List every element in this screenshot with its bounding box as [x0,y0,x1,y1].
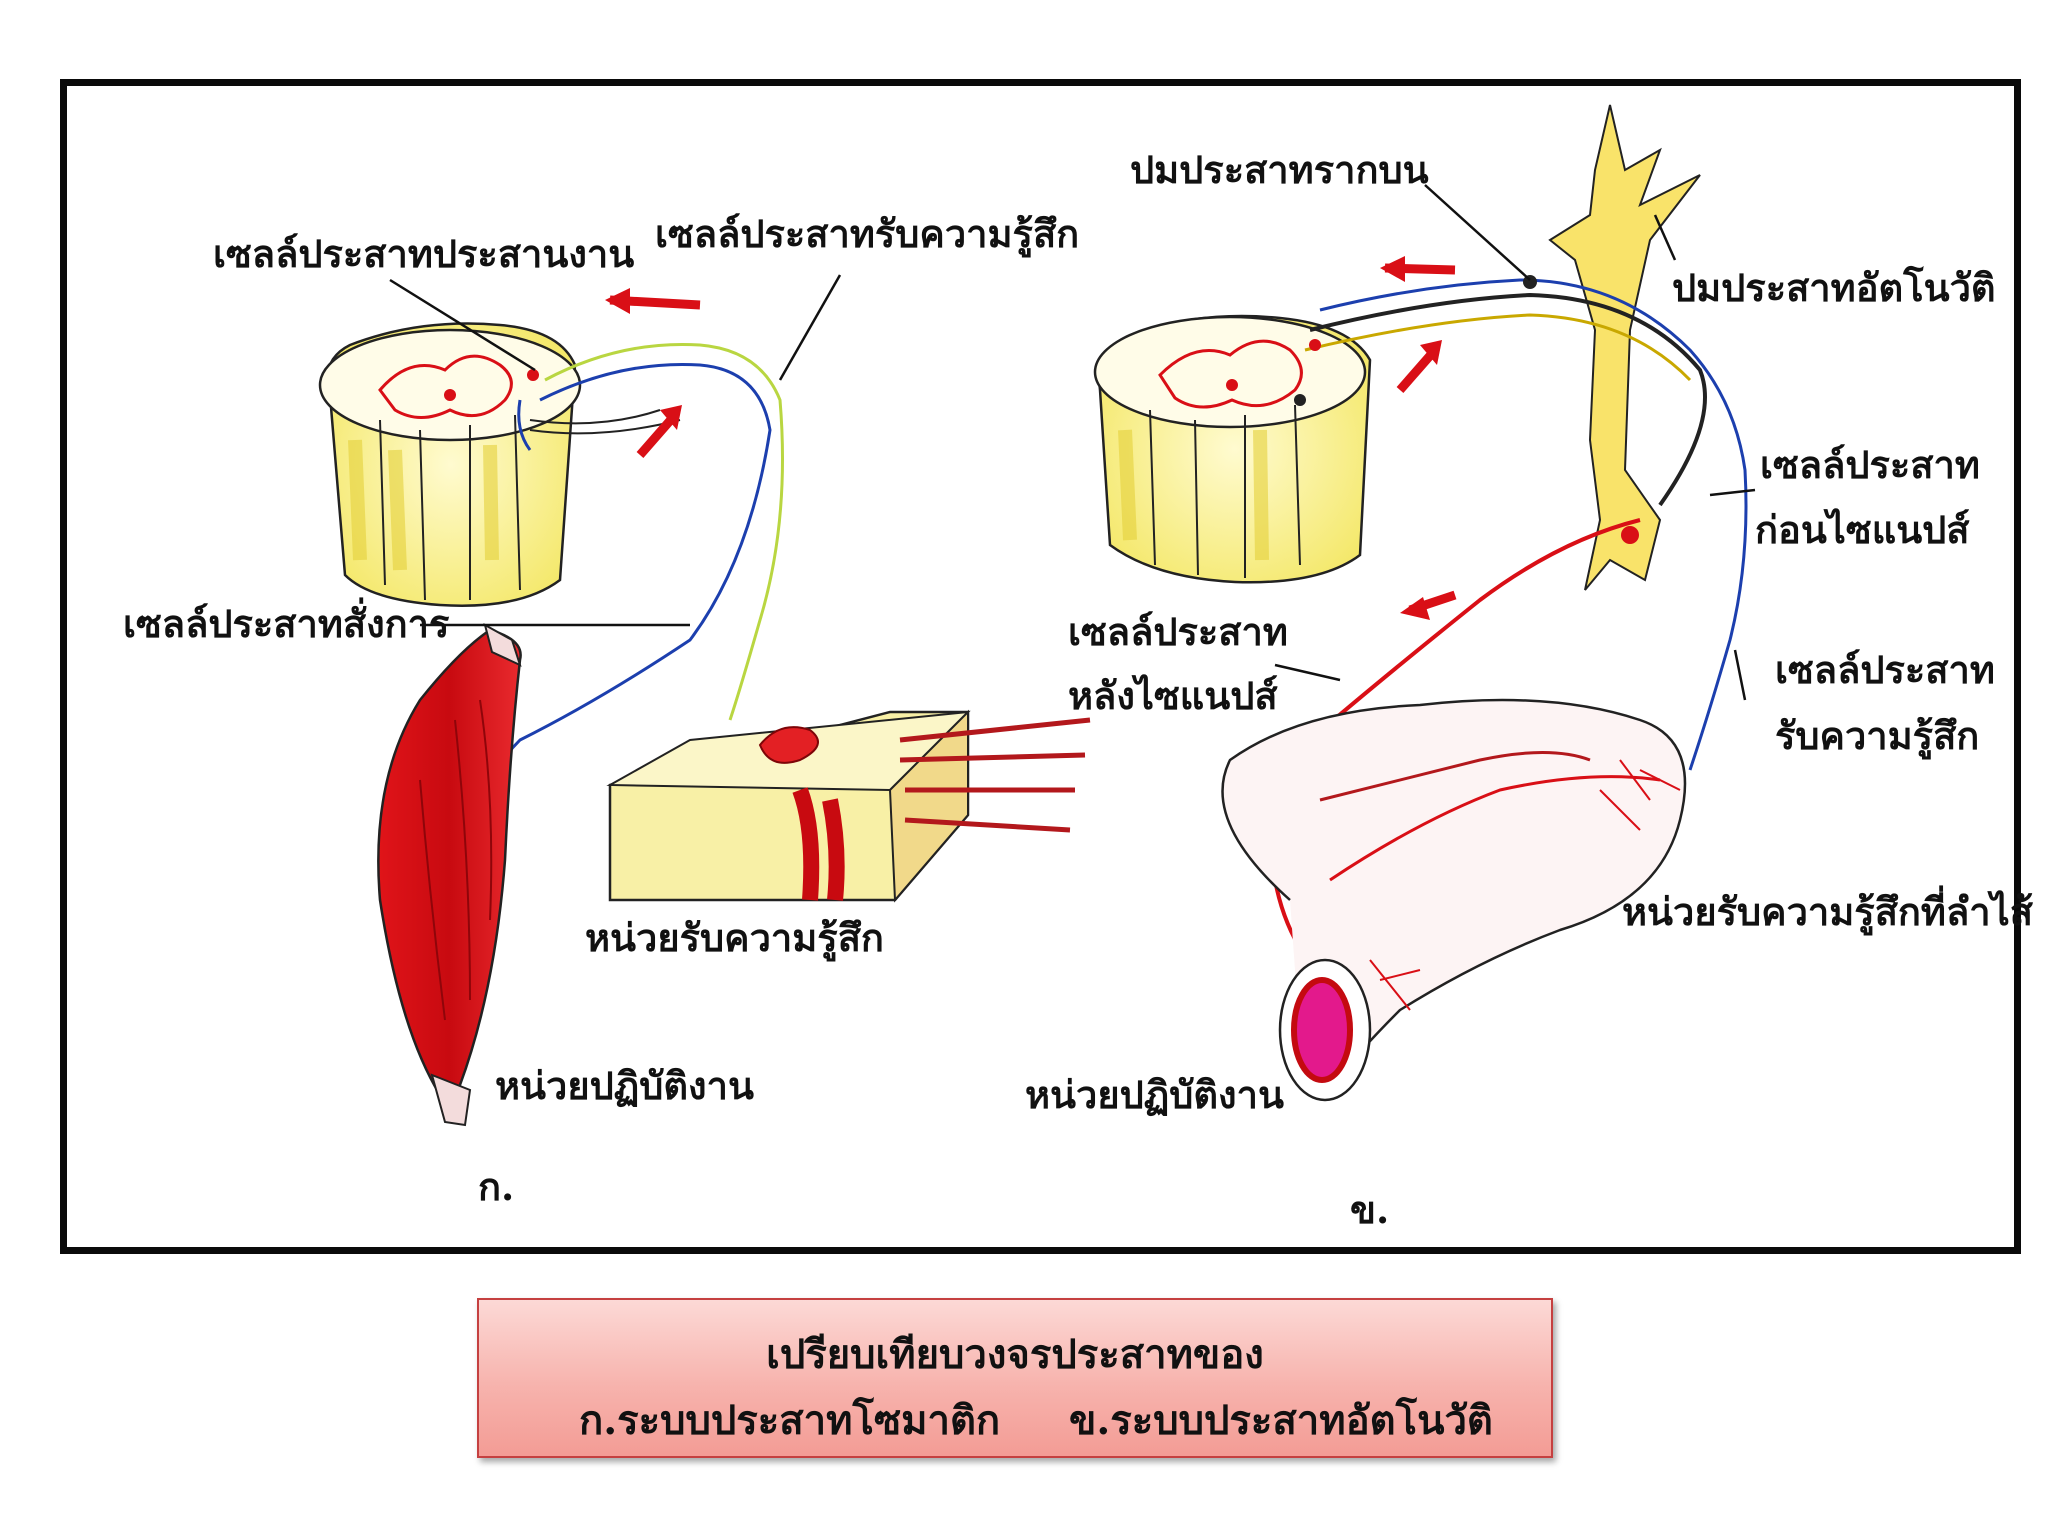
caption-left: ก.ระบบประสาทโซมาติก [579,1397,1001,1444]
label-panel-a: ก. [478,1164,515,1209]
muscle-effector [377,622,522,1127]
label-preganglionic-line1: เซลล์ประสาท [1760,442,1980,487]
spinal-cord-b [1093,314,1372,584]
signal-arrows-b [1380,256,1457,620]
label-effector-a: หน่วยปฏิบัติงาน [495,1063,754,1108]
spinal-cord-a [318,322,582,607]
label-sensory-b-line2: รับความรู้สึก [1775,713,1980,758]
caption-box: เปรียบเทียบวงจรประสาทของ ก.ระบบประสาทโซม… [477,1298,1553,1458]
caption-line1: เปรียบเทียบวงจรประสาทของ [766,1331,1264,1378]
intestine-effector [1221,698,1687,1102]
label-effector-b: หน่วยปฏิบัติงาน [1025,1072,1284,1117]
signal-arrows-a [605,288,701,458]
diagram-frame [60,79,2021,1254]
label-dorsal-root-ganglion: ปมประสาทรากบน [1130,147,1429,192]
label-preganglionic-line2: ก่อนไซแนปส์ [1755,507,1970,552]
label-autonomic-ganglion: ปมประสาทอัตโนวัติ [1672,265,1996,310]
label-receptor-a: หน่วยรับความรู้สึก [585,915,884,960]
skin-receptor-block [606,709,1091,903]
leader-lines [389,184,1756,701]
autonomic-trunk [1548,104,1701,591]
label-postganglionic-line1: เซลล์ประสาท [1068,609,1288,654]
label-postganglionic-line2: หลังไซแนปส์ [1068,673,1278,718]
label-motor-neuron: เซลล์ประสาทสั่งการ [123,601,450,646]
label-receptor-b: หน่วยรับความรู้สึกที่ลำไส้ [1622,889,2033,934]
label-sensory-neuron-a: เซลล์ประสาทรับความรู้สึก [655,211,1080,256]
label-sensory-b-line1: เซลล์ประสาท [1775,647,1995,692]
nerve-paths-b [1272,275,1748,1002]
label-interneuron: เซลล์ประสาทประสานงาน [213,231,635,276]
label-panel-b: ข. [1350,1187,1390,1232]
caption-right: ข.ระบบประสาทอัตโนวัติ [1069,1397,1493,1444]
nerve-paths-a [478,342,784,831]
